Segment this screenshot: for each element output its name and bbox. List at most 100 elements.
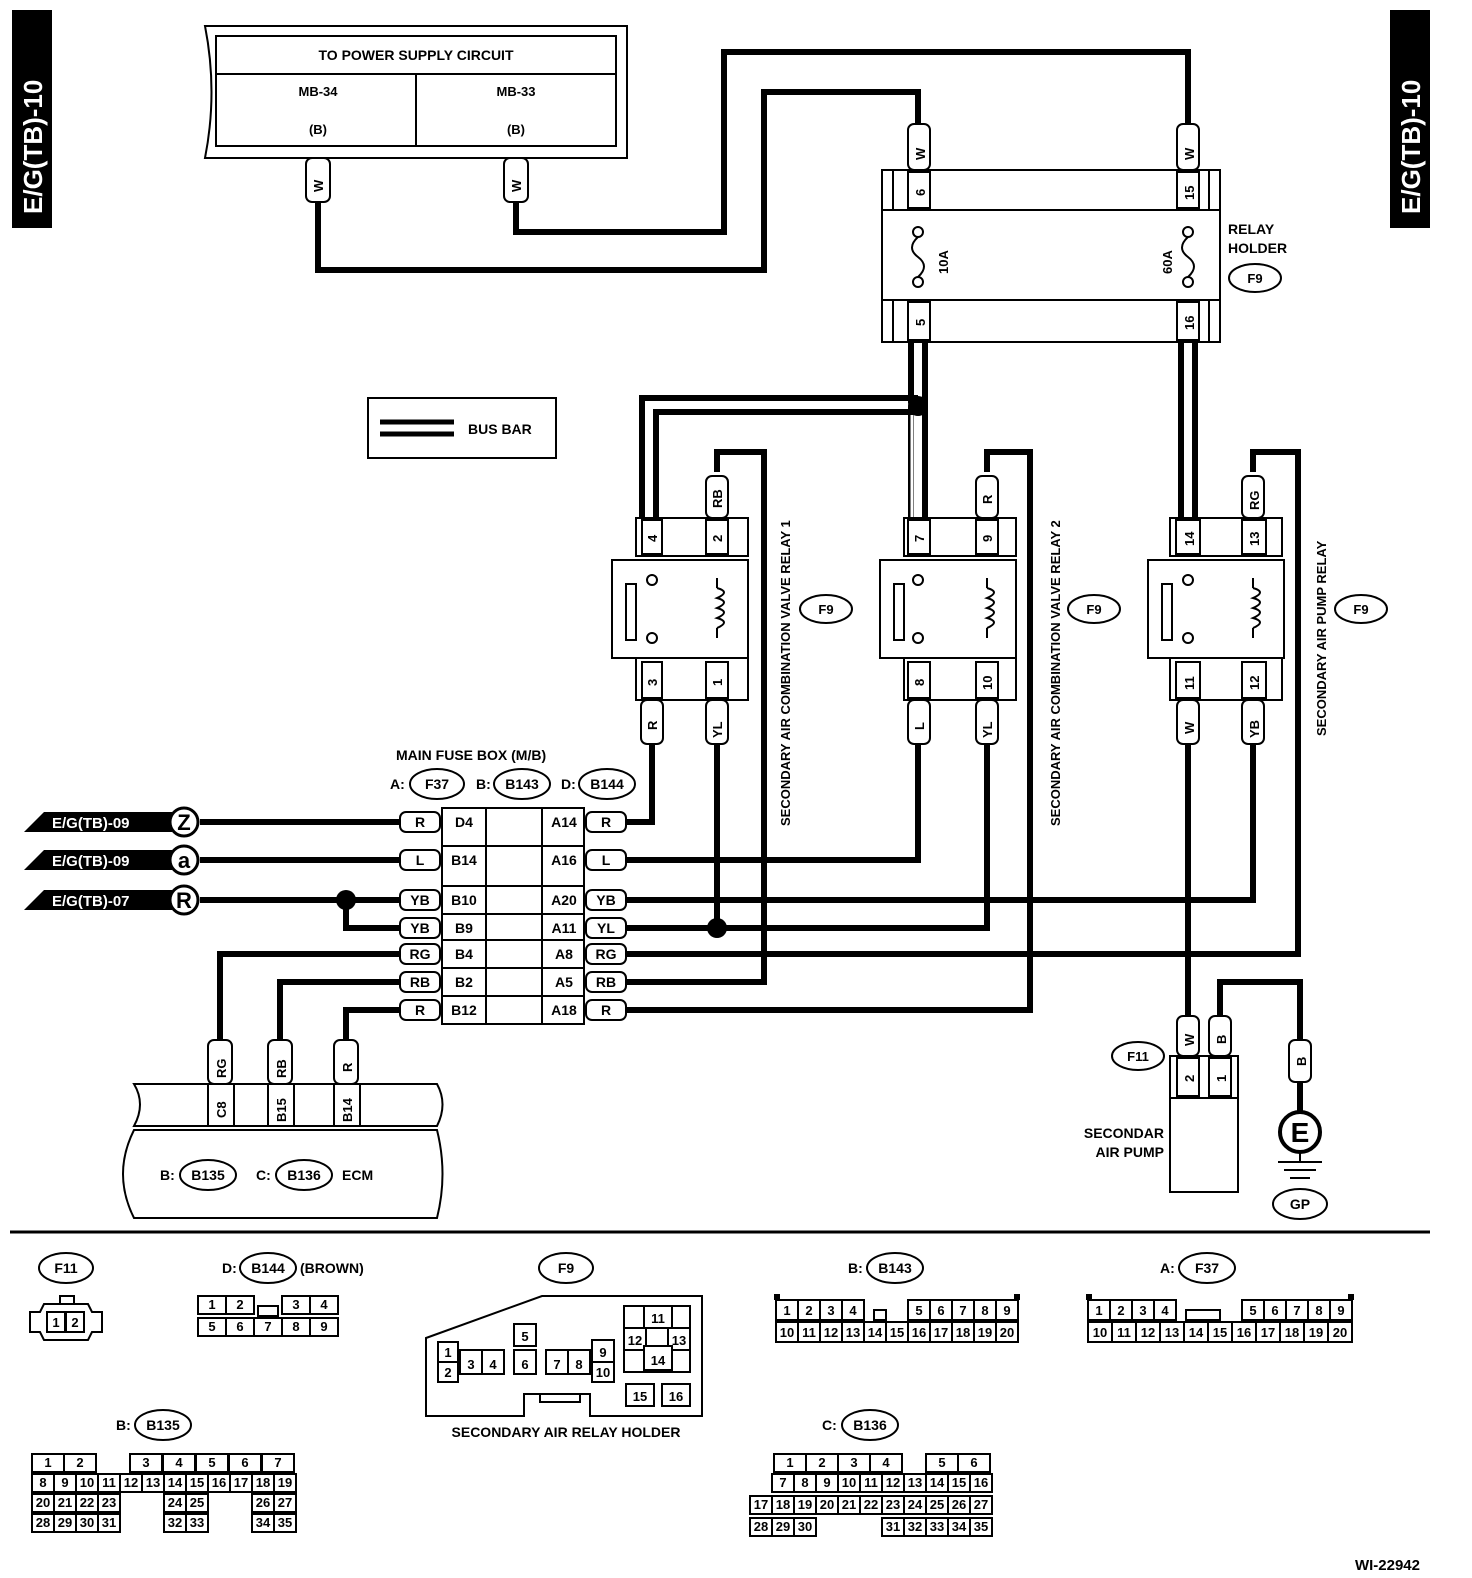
- pin-number: 1: [786, 1455, 793, 1470]
- legend-b144-note: (BROWN): [300, 1260, 364, 1276]
- fuse-row-left-pin: B12: [451, 1002, 477, 1018]
- pin-number: 25: [930, 1497, 944, 1512]
- pin-number: 13: [146, 1475, 160, 1490]
- pin-number: 31: [102, 1515, 116, 1530]
- pin-number: 34: [256, 1515, 271, 1530]
- pin-number: 25: [190, 1495, 204, 1510]
- fuse-box-conn-d: B144: [590, 776, 624, 792]
- fuse-row-right-pin: A5: [555, 974, 573, 990]
- ecm: C8 B15 B14 RG RB R B: B135 C: B136 ECM: [122, 1039, 444, 1219]
- pin-number: 12: [628, 1333, 642, 1348]
- ecm-prefix-c: C:: [256, 1167, 271, 1183]
- fuse-60a-label: 60A: [1160, 250, 1175, 274]
- pin-number: 10: [596, 1365, 610, 1380]
- pin-number: 20: [1333, 1325, 1347, 1340]
- figure-id: WI-22942: [1355, 1557, 1420, 1574]
- fuse-row-left-pin: B9: [455, 920, 473, 936]
- relay-holder-label-1: RELAY: [1228, 221, 1275, 237]
- pin-number: 35: [974, 1519, 988, 1534]
- pin-number: 29: [58, 1515, 72, 1530]
- ecm-prefix-b: B:: [160, 1167, 175, 1183]
- reference-arrow-text: E/G(TB)-09: [52, 815, 130, 832]
- power-right-id: MB-33: [496, 84, 535, 99]
- fuse-row-left-pin: B10: [451, 892, 477, 908]
- ground-wire-label: B: [1294, 1057, 1309, 1066]
- relay-holder-pin-5: 5: [913, 319, 928, 326]
- pin-number: 19: [278, 1475, 292, 1490]
- pin-number: 23: [886, 1497, 900, 1512]
- pin-number: 1: [1095, 1303, 1102, 1318]
- fuse-row-left-wire: R: [415, 1002, 425, 1018]
- side-tag-left-text: E/G(TB)-10: [18, 80, 48, 214]
- side-tag-left: E/G(TB)-10: [12, 10, 52, 228]
- pin-number: 1: [444, 1345, 451, 1360]
- relay-2-connector: F9: [1086, 602, 1101, 617]
- pin-number: 14: [651, 1353, 666, 1368]
- power-right-color: (B): [507, 122, 525, 137]
- pin-number: 12: [124, 1475, 138, 1490]
- legend-f11-pin-2: 2: [71, 1315, 78, 1330]
- pin-number: 15: [190, 1475, 204, 1490]
- power-left-id: MB-34: [298, 84, 338, 99]
- pin-number: 15: [890, 1325, 904, 1340]
- power-wire-label-right: W: [503, 157, 529, 203]
- pin-number: 11: [802, 1325, 816, 1340]
- fuse-row-right-pin: A11: [552, 920, 577, 936]
- relay-1-wire-br: YL: [710, 721, 725, 738]
- pin-number: 16: [212, 1475, 226, 1490]
- pump-pin-2: 2: [1182, 1075, 1197, 1082]
- pin-number: 9: [1003, 1303, 1010, 1318]
- relay-3-wire-tr: RG: [1247, 491, 1262, 511]
- main-fuse-box: MAIN FUSE BOX (M/B) A: F37 B: B143 D: B1…: [390, 747, 636, 1025]
- ecm-conn-b: B135: [191, 1167, 225, 1183]
- pin-number: 3: [467, 1357, 474, 1372]
- relay-2-wire-bl: L: [912, 722, 927, 730]
- power-supply-box: TO POWER SUPPLY CIRCUIT MB-34 (B) MB-33 …: [203, 25, 628, 159]
- relay-2-pin-tl: 7: [912, 535, 927, 542]
- fuse-row-left-pin: B14: [451, 852, 477, 868]
- pin-number: 11: [864, 1475, 878, 1490]
- pin-number: 6: [241, 1455, 248, 1470]
- pin-number: 6: [970, 1455, 977, 1470]
- ecm-label: ECM: [342, 1167, 373, 1183]
- ecm-wire-rg: RG: [214, 1059, 229, 1079]
- pin-number: 6: [1271, 1303, 1278, 1318]
- pin-number: 17: [234, 1475, 248, 1490]
- pin-number: 3: [142, 1455, 149, 1470]
- pin-number: 24: [908, 1497, 923, 1512]
- bus-bar-legend-text: BUS BAR: [468, 421, 532, 437]
- relay-1-pin-tl: 4: [645, 534, 660, 542]
- pin-number: 11: [102, 1475, 116, 1490]
- relay-1-pin-bl: 3: [645, 679, 660, 686]
- ecm-pin-c8: C8: [214, 1101, 229, 1118]
- fuse-row-right-wire: L: [602, 852, 611, 868]
- legend-f9-caption: SECONDARY AIR RELAY HOLDER: [452, 1424, 681, 1440]
- relay-1-connector: F9: [818, 602, 833, 617]
- pin-number: 2: [444, 1365, 451, 1380]
- pin-number: 9: [1337, 1303, 1344, 1318]
- fuse-box-conn-b: B143: [505, 776, 539, 792]
- legend-f9-label: F9: [558, 1260, 575, 1276]
- pin-number: 9: [823, 1475, 830, 1490]
- pin-number: 5: [938, 1455, 945, 1470]
- pin-number: 10: [1093, 1325, 1107, 1340]
- pin-number: 7: [274, 1455, 281, 1470]
- side-tag-right: E/G(TB)-10: [1390, 10, 1430, 228]
- relay-3-wire-bl: W: [1182, 721, 1197, 734]
- pin-number: 13: [908, 1475, 922, 1490]
- fuse-row-left-wire: R: [415, 814, 425, 830]
- relay-3-pin-tr: 13: [1247, 532, 1262, 546]
- pin-number: 27: [278, 1495, 292, 1510]
- pin-number: 5: [915, 1303, 922, 1318]
